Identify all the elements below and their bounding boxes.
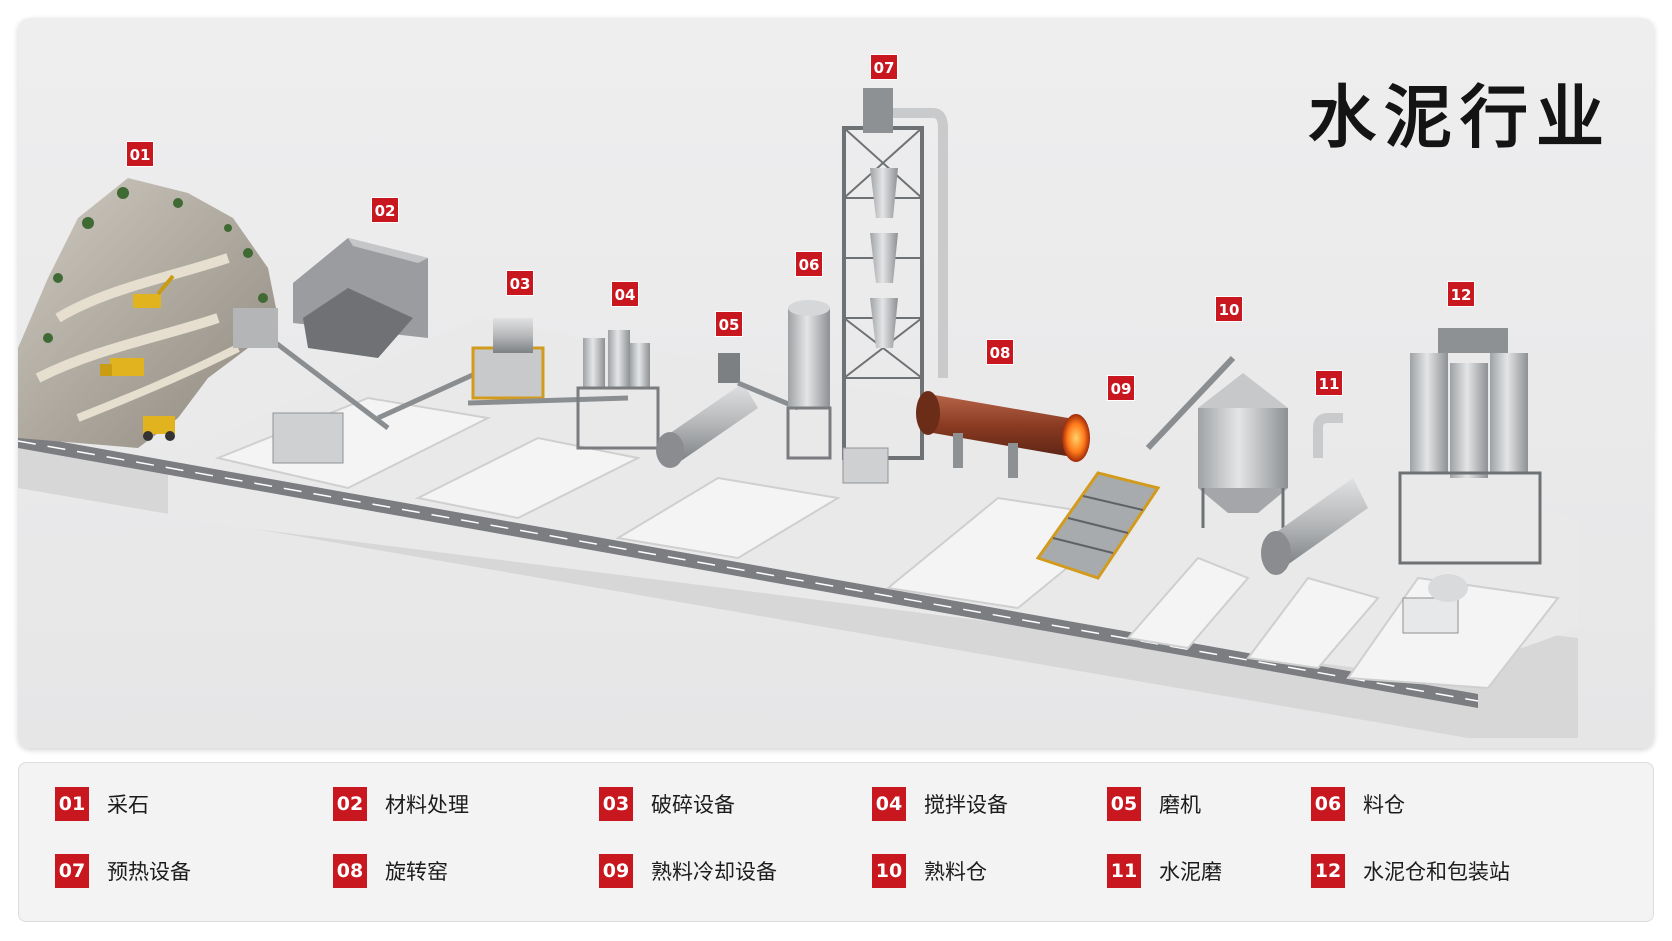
legend-label: 水泥磨 [1159,860,1222,884]
clinker-cooler [1035,355,1236,580]
legend-item: 06 料仓 [1311,787,1405,821]
crusher [467,318,629,406]
legend-number: 02 [333,787,367,821]
marker-05: 05 [715,311,743,337]
legend-number: 03 [599,787,633,821]
legend-label: 破碎设备 [651,793,735,817]
legend-number: 06 [1311,787,1345,821]
legend-label: 搅拌设备 [924,793,1008,817]
material-shed [233,238,490,464]
legend-label: 采石 [107,793,149,817]
legend-number: 08 [333,854,367,888]
legend-label: 磨机 [1159,793,1201,817]
legend-item: 04 搅拌设备 [872,787,1008,821]
legend-number: 11 [1107,854,1141,888]
legend-label: 预热设备 [107,860,191,884]
legend-item: 09 熟料冷却设备 [599,854,777,888]
legend-label: 料仓 [1363,793,1405,817]
legend-item: 03 破碎设备 [599,787,735,821]
legend-label: 熟料仓 [924,860,987,884]
legend-item: 05 磨机 [1107,787,1201,821]
marker-09: 09 [1107,375,1135,401]
legend-label: 材料处理 [385,793,469,817]
legend-label: 旋转窑 [385,860,448,884]
marker-06: 06 [795,251,823,277]
legend-panel: 01 采石 02 材料处理 03 破碎设备 04 搅拌设备 05 磨机 06 料… [18,762,1654,922]
ball-mill [656,353,799,468]
marker-02: 02 [371,197,399,223]
legend-number: 04 [872,787,906,821]
legend-item: 08 旋转窑 [333,854,448,888]
legend-number: 09 [599,854,633,888]
legend-label: 熟料冷却设备 [651,860,777,884]
cement-mill [1261,413,1368,575]
legend-number: 05 [1107,787,1141,821]
rotary-kiln [916,391,1090,478]
marker-01: 01 [126,141,154,167]
legend-number: 12 [1311,854,1345,888]
legend-number: 10 [872,854,906,888]
quarry [18,178,278,448]
marker-08: 08 [986,339,1014,365]
legend-item: 07 预热设备 [55,854,191,888]
legend-number: 07 [55,854,89,888]
legend-item: 01 采石 [55,787,149,821]
marker-04: 04 [611,281,639,307]
process-scene: 水泥行业 01 02 03 04 05 06 07 08 09 10 11 12 [18,18,1654,748]
cement-silos [1398,328,1542,634]
marker-12: 12 [1447,281,1475,307]
page-title: 水泥行业 [1308,79,1613,158]
raw-meal-silo [786,300,832,460]
marker-03: 03 [506,270,534,296]
plant-illustration [18,88,1578,738]
legend-item: 12 水泥仓和包装站 [1311,854,1510,888]
mixing-silos [576,330,660,450]
marker-11: 11 [1315,370,1343,396]
legend-item: 10 熟料仓 [872,854,987,888]
legend-number: 01 [55,787,89,821]
marker-10: 10 [1215,296,1243,322]
legend-label: 水泥仓和包装站 [1363,860,1510,884]
marker-07: 07 [870,54,898,80]
legend-item: 02 材料处理 [333,787,469,821]
clinker-silo [1198,373,1288,528]
preheater-tower [842,88,948,484]
legend-item: 11 水泥磨 [1107,854,1222,888]
